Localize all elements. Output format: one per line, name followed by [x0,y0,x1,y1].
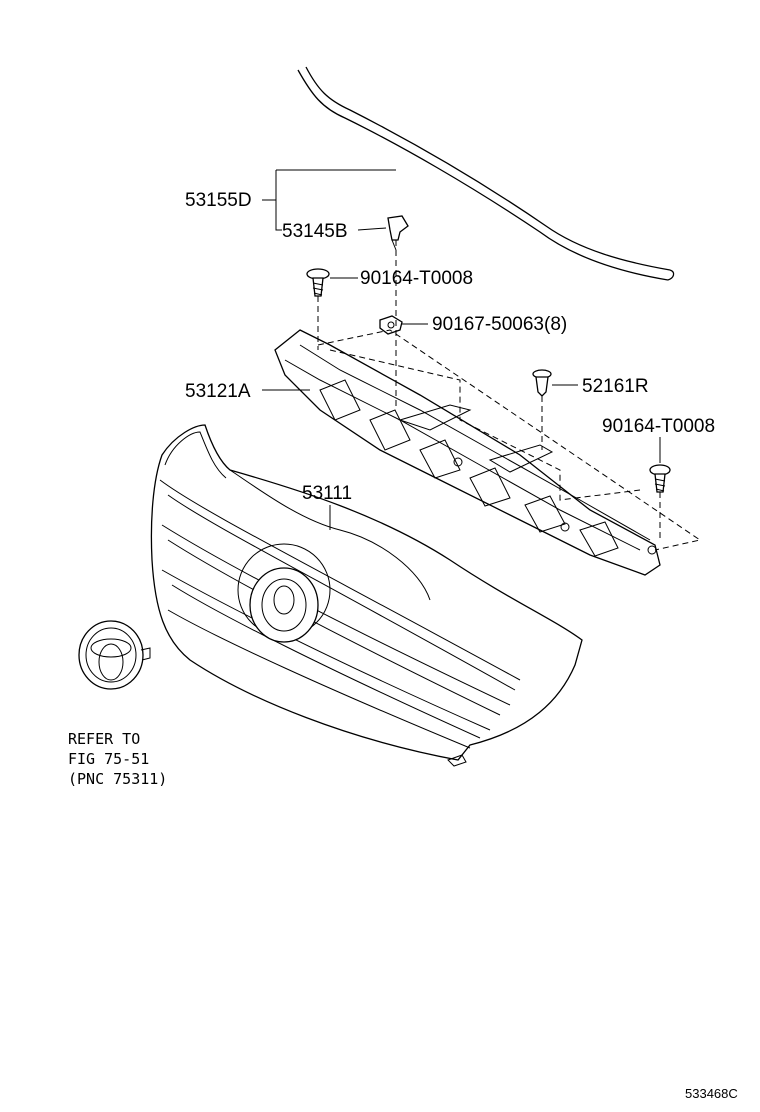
callout-90164-right: 90164-T0008 [602,416,715,437]
nut-part [379,315,403,335]
note-line-2: FIG 75-51 [68,750,149,768]
emblem-reference [78,620,151,690]
callout-53121a: 53121A [185,381,251,402]
callout-53145b: 53145B [282,221,348,242]
screw-left [306,268,330,297]
leader-lines [262,169,661,530]
clip-53145b [387,215,409,251]
callout-53155d: 53155D [185,190,252,211]
seal-strip [297,66,675,281]
note-line-3: (PNC 75311) [68,770,167,788]
callout-52161r: 52161R [582,376,649,397]
assembly-guides [317,240,702,551]
figure-id: 533468C [685,1086,738,1101]
callout-90167: 90167-50063(8) [432,314,567,335]
callout-53111: 53111 [302,483,352,504]
clip-52161r [532,369,552,397]
screw-right [649,464,671,493]
callout-90164-left: 90164-T0008 [360,268,473,289]
note-line-1: REFER TO [68,730,140,748]
radiator-grille [150,424,583,767]
